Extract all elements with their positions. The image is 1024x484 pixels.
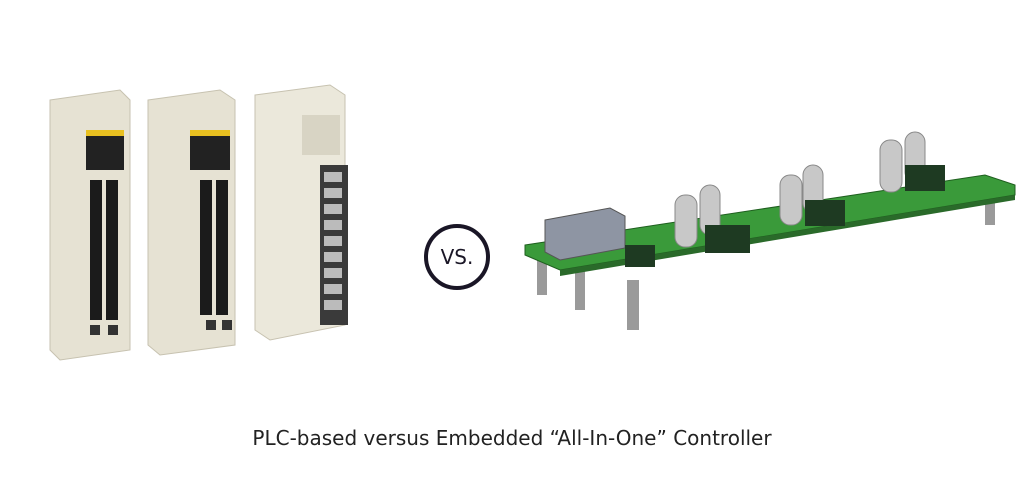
vs-badge: VS. [424, 224, 490, 290]
plc-module-2 [147, 89, 236, 356]
plc-modules-image [49, 84, 348, 361]
embedded-controller-board-image [524, 131, 1016, 330]
plc-module-1 [49, 89, 131, 361]
vs-label: VS. [440, 245, 474, 269]
terminal-blocks [625, 165, 945, 267]
caption: PLC-based versus Embedded “All-In-One” C… [252, 426, 772, 450]
plc-module-3 [254, 84, 348, 341]
